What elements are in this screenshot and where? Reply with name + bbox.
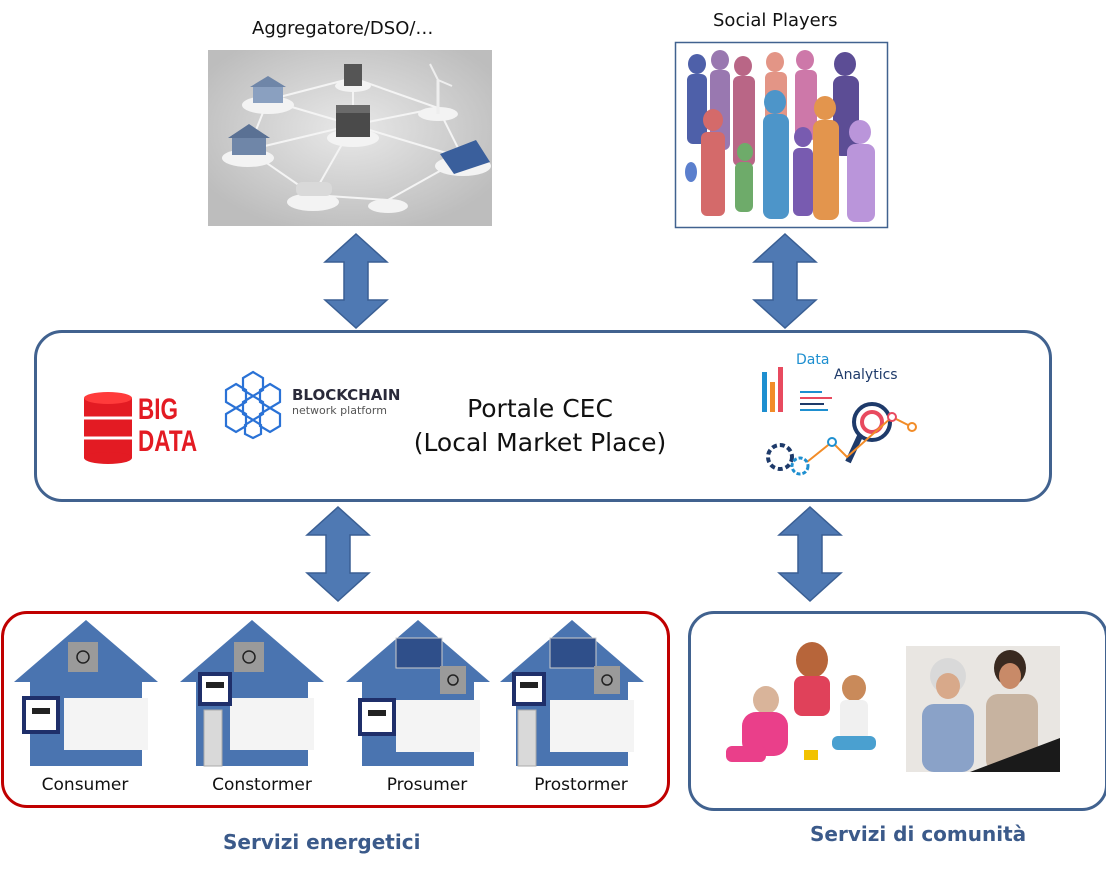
big-data-text: BIG DATA <box>138 394 197 458</box>
arrow-aggregator-portal <box>323 232 389 330</box>
children-photo <box>726 642 876 762</box>
house-prosumer <box>346 620 490 766</box>
arrow-portal-energy <box>305 505 371 603</box>
house-label-consumer: Consumer <box>41 775 129 795</box>
social-players-label: Social Players <box>713 10 838 31</box>
data-word-label: Data <box>796 352 830 368</box>
big-word: BIG <box>138 393 179 426</box>
house-prostormer <box>500 620 644 767</box>
data-analytics-icon <box>762 367 917 476</box>
elderly-photo <box>906 646 1060 772</box>
smart-grid-image <box>208 50 492 226</box>
blockchain-title: BLOCKCHAIN <box>292 386 401 404</box>
database-icon <box>84 392 132 464</box>
blockchain-subtitle: network platform <box>292 404 387 417</box>
house-label-constormer: Constormer <box>212 775 312 795</box>
social-players-image <box>674 41 889 229</box>
house-label-prosumer: Prosumer <box>386 775 468 795</box>
community-services-caption: Servizi di comunità <box>810 822 1027 846</box>
data-word: DATA <box>138 425 198 458</box>
portal-title: Portale CEC (Local Market Place) <box>390 392 690 460</box>
arrow-portal-community <box>777 505 843 603</box>
house-constormer <box>180 620 324 767</box>
aggregator-label: Aggregatore/DSO/… <box>252 18 434 39</box>
blockchain-icon <box>224 370 282 440</box>
analytics-word-label: Analytics <box>834 367 898 383</box>
energy-services-caption: Servizi energetici <box>223 830 421 854</box>
house-label-prostormer: Prostormer <box>534 775 628 795</box>
house-consumer <box>14 620 158 766</box>
portal-title-line2: (Local Market Place) <box>413 428 667 457</box>
arrow-social-portal <box>752 232 818 330</box>
portal-title-line1: Portale CEC <box>467 394 613 423</box>
